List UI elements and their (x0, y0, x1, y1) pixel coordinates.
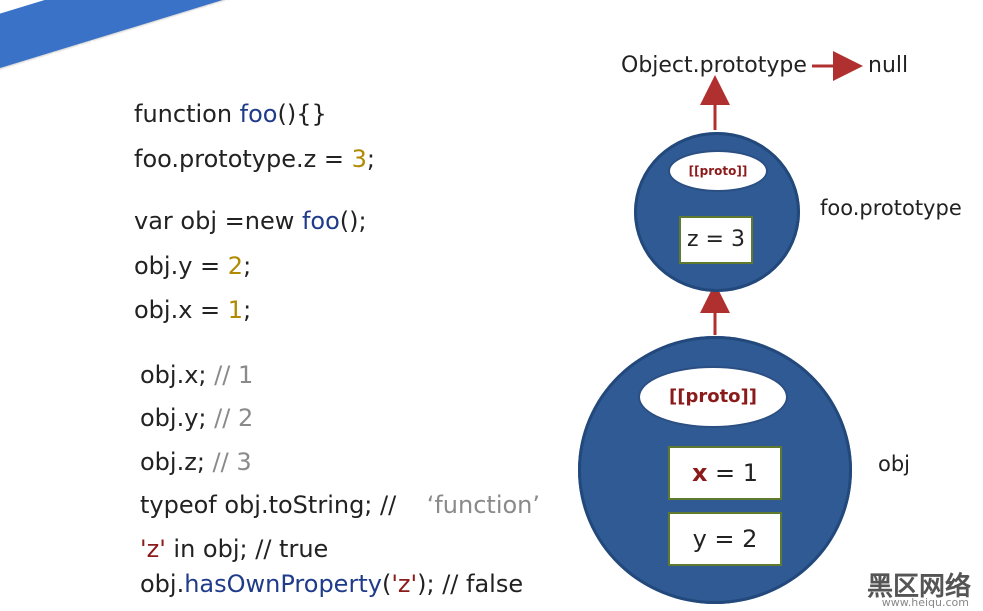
code-line-11: obj.hasOwnProperty('z'); // false (140, 570, 523, 598)
code-line-7: obj.y; // 2 (140, 404, 253, 432)
code-line-9: typeof obj.toString; // ‘function’ (140, 491, 540, 519)
code-string: 'z' (140, 535, 166, 563)
proto-oval-small: [[proto]] (668, 150, 768, 192)
code-text: obj.x = (134, 296, 228, 324)
code-text: obj. (140, 570, 185, 598)
object-prototype-label: Object.prototype (621, 53, 807, 78)
code-text: in obj; // true (165, 535, 329, 563)
y-box: y = 2 (668, 512, 782, 566)
code-text: ; (243, 252, 252, 280)
code-text: (){} (277, 100, 327, 128)
code-line-8: obj.z; // 3 (140, 448, 252, 476)
code-number: 1 (227, 296, 244, 324)
obj-label: obj (878, 452, 911, 476)
x-value: = 1 (707, 459, 759, 487)
code-text: ); // false (417, 570, 524, 598)
code-identifier: hasOwnProperty (184, 570, 382, 598)
code-number: 2 (227, 252, 244, 280)
code-identifier: foo (301, 207, 340, 235)
code-string: 'z' (391, 570, 418, 598)
code-line-3: var obj =new foo(); (134, 207, 367, 235)
code-text: ( (381, 570, 392, 598)
foo-prototype-label: foo.prototype (820, 196, 962, 220)
code-text: ; (243, 296, 252, 324)
code-line-10: 'z' in obj; // true (140, 535, 328, 563)
x-box: x = 1 (668, 446, 782, 500)
code-line-2: foo.prototype.z = 3; (134, 145, 375, 173)
code-text: obj.y; (140, 404, 215, 432)
code-number: 3 (351, 145, 367, 173)
code-text: ; (366, 145, 375, 173)
watermark-logo: 黑区网络 (866, 572, 971, 602)
code-string: ‘function’ (426, 491, 541, 519)
code-comment: // 1 (214, 361, 254, 389)
watermark-url: www.heiqu.com (881, 596, 969, 609)
z-box: z = 3 (679, 216, 753, 264)
null-label: null (868, 53, 909, 78)
code-comment: // 2 (214, 404, 254, 432)
code-identifier: foo (239, 100, 278, 128)
x-variable: x (691, 459, 708, 487)
code-text: function (134, 100, 240, 128)
code-text: typeof obj.toString; // (140, 491, 427, 519)
code-line-6: obj.x; // 1 (140, 361, 253, 389)
code-line-4: obj.y = 2; (134, 252, 251, 280)
code-comment: // 3 (212, 448, 252, 476)
code-text: obj.z; (140, 448, 213, 476)
code-text: obj.x; (140, 361, 215, 389)
proto-oval-large: [[proto]] (638, 366, 788, 428)
code-text: obj.y = (134, 252, 228, 280)
code-text: (); (339, 207, 367, 235)
code-line-1: function foo(){} (134, 100, 327, 128)
code-text: var obj =new (134, 207, 302, 235)
code-text: foo.prototype.z = (134, 145, 352, 173)
code-line-5: obj.x = 1; (134, 296, 251, 324)
